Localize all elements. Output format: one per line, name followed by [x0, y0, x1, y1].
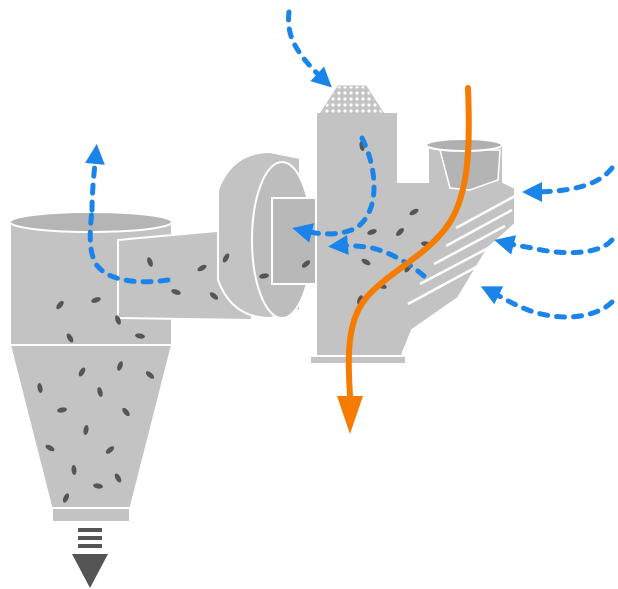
air-cyclone-loop-arrow-icon	[87, 207, 171, 285]
classifier-base	[309, 355, 407, 365]
product-stream-arrow-icon	[345, 85, 472, 399]
cyclone-cone	[8, 344, 174, 511]
air-out-top-arrow-icon	[84, 144, 105, 213]
mesh-filter-icon	[319, 85, 385, 115]
classifier-body	[309, 111, 516, 365]
air-in-top-arrow-icon	[285, 9, 332, 88]
air-in-right-upper-arrow-icon	[522, 165, 615, 202]
particles	[37, 141, 431, 503]
classifier-top-opening	[425, 138, 503, 152]
air-through-filter-arrow-icon	[292, 135, 377, 243]
air-internal-arrow-icon	[328, 235, 427, 279]
product-arrowhead-icon	[337, 396, 363, 434]
product-flow	[337, 85, 472, 434]
louver-vanes	[407, 194, 516, 306]
air-flow-arrows	[84, 9, 615, 320]
cyclone-outlet-neck	[51, 507, 131, 523]
air-in-right-lower-arrow-icon	[480, 286, 615, 320]
discharge-valve-icon	[72, 528, 108, 588]
air-in-right-middle-arrow-icon	[494, 235, 615, 256]
